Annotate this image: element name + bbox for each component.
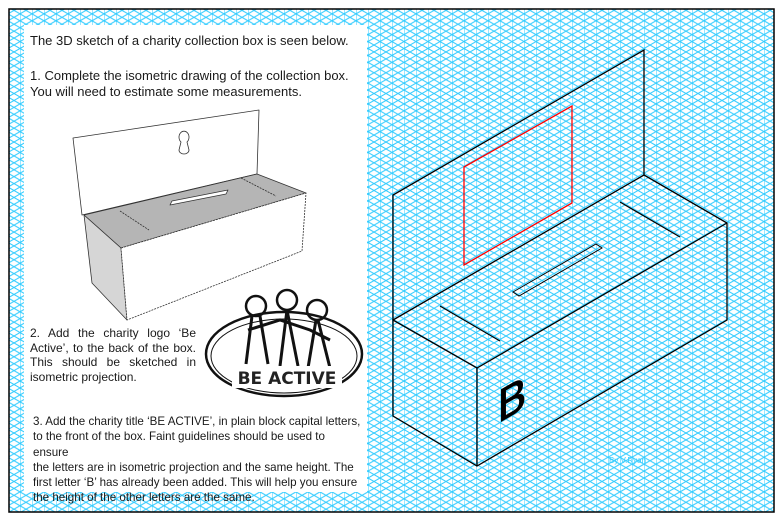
step-1-line: You will need to estimate some measureme… [30, 84, 302, 99]
logo-text: BE ACTIVE [238, 369, 337, 389]
sketch-front-face [120, 192, 307, 321]
step-3-line: to the front of the box. Faint guideline… [33, 430, 325, 459]
lid-hinge-left [439, 305, 501, 342]
step-3-line: the letters are in isometric projection … [33, 460, 354, 474]
keyhole-icon [178, 130, 190, 155]
step-3-text: 3. Add the charity title ‘BE ACTIVE’, in… [33, 414, 363, 506]
coin-slot [512, 243, 603, 297]
step-3-line: 3. Add the charity title ‘BE ACTIVE’, in… [33, 415, 361, 428]
credit-text: By V.Ryan [609, 456, 647, 465]
page-border [8, 8, 775, 513]
sketch-slot [169, 189, 229, 206]
back-panel-outline [392, 48, 645, 320]
step-2-text: 2. Add the charity logo ‘Be Active’, to … [30, 326, 196, 384]
back-panel-base [392, 174, 645, 321]
step-1-line: 1. Complete the isometric drawing of the… [30, 68, 349, 83]
letter-b: B [497, 367, 527, 435]
logo-outline-box [463, 104, 573, 267]
step-3-line: first letter ‘B’ has already been added.… [33, 476, 358, 490]
step-1-text: 1. Complete the isometric drawing of the… [30, 68, 365, 100]
lid-hinge-right [619, 201, 681, 238]
intro-text: The 3D sketch of a charity collection bo… [30, 33, 349, 48]
box-outline [392, 174, 728, 467]
step-3-line: the height of the other letters are the … [33, 491, 255, 505]
